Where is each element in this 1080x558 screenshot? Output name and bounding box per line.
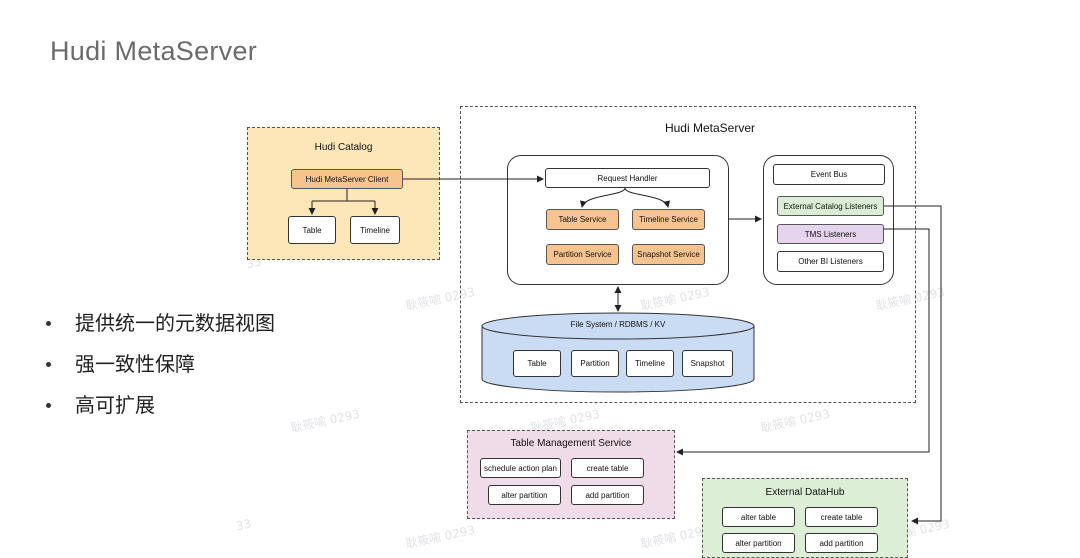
bullet-dot-icon bbox=[46, 362, 51, 367]
tms-item-alter-partition: alter partition bbox=[488, 485, 561, 505]
bullet-item: 提供统一的元数据视图 bbox=[46, 303, 275, 344]
catalog-timeline-box: Timeline bbox=[350, 216, 400, 244]
bullet-list: 提供统一的元数据视图 强一致性保障 高可扩展 bbox=[46, 303, 275, 426]
bullet-dot-icon bbox=[46, 403, 51, 408]
bullet-text: 提供统一的元数据视图 bbox=[75, 311, 275, 335]
storage-table-box: Table bbox=[513, 350, 561, 377]
snapshot-service-box: Snapshot Service bbox=[632, 244, 705, 265]
datahub-item-alter-partition: alter partition bbox=[722, 533, 795, 553]
partition-service-box: Partition Service bbox=[546, 244, 619, 265]
datahub-item-alter-table: alter table bbox=[722, 507, 795, 527]
datahub-item-create-table: create table bbox=[805, 507, 878, 527]
metaserver-client-box: Hudi MetaServer Client bbox=[291, 169, 403, 189]
tms-item-add-partition: add partition bbox=[571, 485, 644, 505]
hudi-catalog-title: Hudi Catalog bbox=[314, 142, 373, 153]
bullet-text: 强一致性保障 bbox=[75, 352, 195, 376]
metaserver-title: Hudi MetaServer bbox=[664, 121, 756, 135]
catalog-table-box: Table bbox=[288, 216, 336, 244]
storage-snapshot-box: Snapshot bbox=[682, 350, 733, 377]
storage-timeline-box: Timeline bbox=[626, 350, 674, 377]
datahub-item-add-partition: add partition bbox=[805, 533, 878, 553]
tms-item-schedule-action-plan: schedule action plan bbox=[480, 458, 561, 478]
timeline-service-box: Timeline Service bbox=[632, 209, 705, 230]
metaserver-container bbox=[460, 106, 916, 403]
table-service-box: Table Service bbox=[546, 209, 619, 230]
bullet-item: 高可扩展 bbox=[46, 385, 275, 426]
datahub-title: External DataHub bbox=[765, 487, 845, 498]
tms-item-create-table: create table bbox=[571, 458, 644, 478]
bullet-item: 强一致性保障 bbox=[46, 344, 275, 385]
bullet-text: 高可扩展 bbox=[75, 393, 155, 417]
bullet-dot-icon bbox=[46, 321, 51, 326]
tms-listeners-box: TMS Listeners bbox=[777, 224, 884, 244]
tms-title: Table Management Service bbox=[510, 438, 632, 449]
storage-title: File System / RDBMS / KV bbox=[570, 320, 666, 329]
hudi-catalog-box bbox=[247, 127, 440, 260]
external-catalog-listeners-box: External Catalog Listeners bbox=[777, 196, 884, 216]
page-title: Hudi MetaServer bbox=[50, 36, 258, 66]
event-bus-box: Event Bus bbox=[773, 164, 885, 185]
storage-partition-box: Partition bbox=[571, 350, 619, 377]
request-handler-box: Request Handler bbox=[545, 168, 710, 188]
other-bi-listeners-box: Other BI Listeners bbox=[777, 251, 884, 272]
